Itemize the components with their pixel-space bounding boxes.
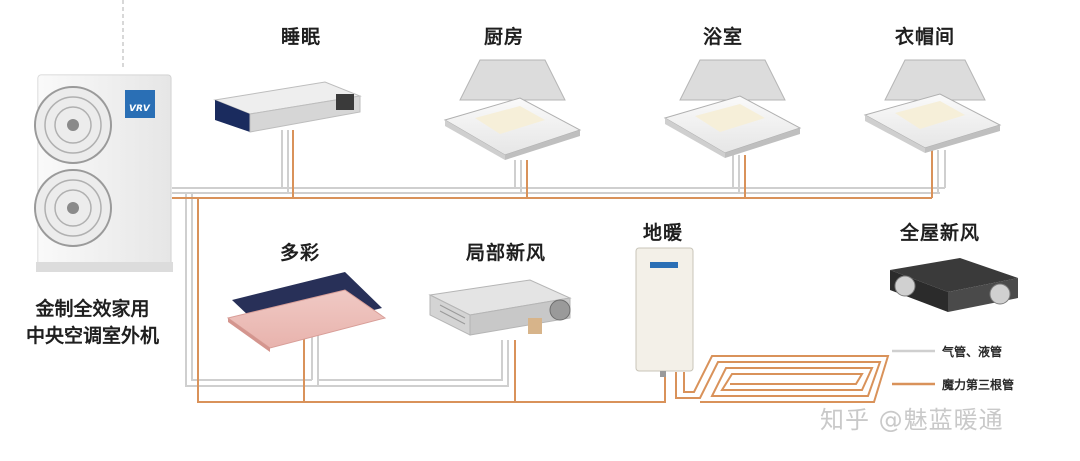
legend-gray-label: 气管、液管 — [942, 343, 1002, 360]
legend-orange-label: 魔力第三根管 — [942, 376, 1014, 393]
ducted-unit — [215, 82, 360, 132]
label-sleep: 睡眠 — [281, 22, 321, 49]
ducted-fresh-air-unit — [430, 280, 570, 335]
label-bathroom: 浴室 — [703, 22, 743, 49]
watermark: 知乎 @魅蓝暖通 — [820, 400, 1004, 435]
cassette-unit-cloakroom — [865, 60, 1000, 153]
label-kitchen: 厨房 — [484, 22, 524, 49]
one-way-cassette-unit — [228, 272, 385, 352]
label-colorful: 多彩 — [280, 238, 320, 265]
label-cloakroom: 衣帽间 — [895, 22, 955, 49]
outdoor-unit-label-line1: 金制全效家用 — [26, 296, 159, 323]
orange-pipe-network — [172, 130, 932, 402]
ventilation-unit — [890, 258, 1018, 312]
outdoor-unit: VRV — [35, 75, 173, 272]
outdoor-unit-label: 金制全效家用 中央空调室外机 — [26, 296, 159, 350]
label-floor-heating: 地暖 — [643, 218, 683, 245]
label-local-fresh-air: 局部新风 — [466, 238, 546, 265]
cassette-unit-bathroom — [665, 60, 800, 158]
cassette-unit-kitchen — [445, 60, 580, 160]
svg-text:VRV: VRV — [129, 104, 151, 114]
outdoor-unit-label-line2: 中央空调室外机 — [26, 323, 159, 350]
floor-heating-unit — [636, 248, 693, 377]
label-whole-house-fresh-air: 全屋新风 — [900, 218, 980, 245]
